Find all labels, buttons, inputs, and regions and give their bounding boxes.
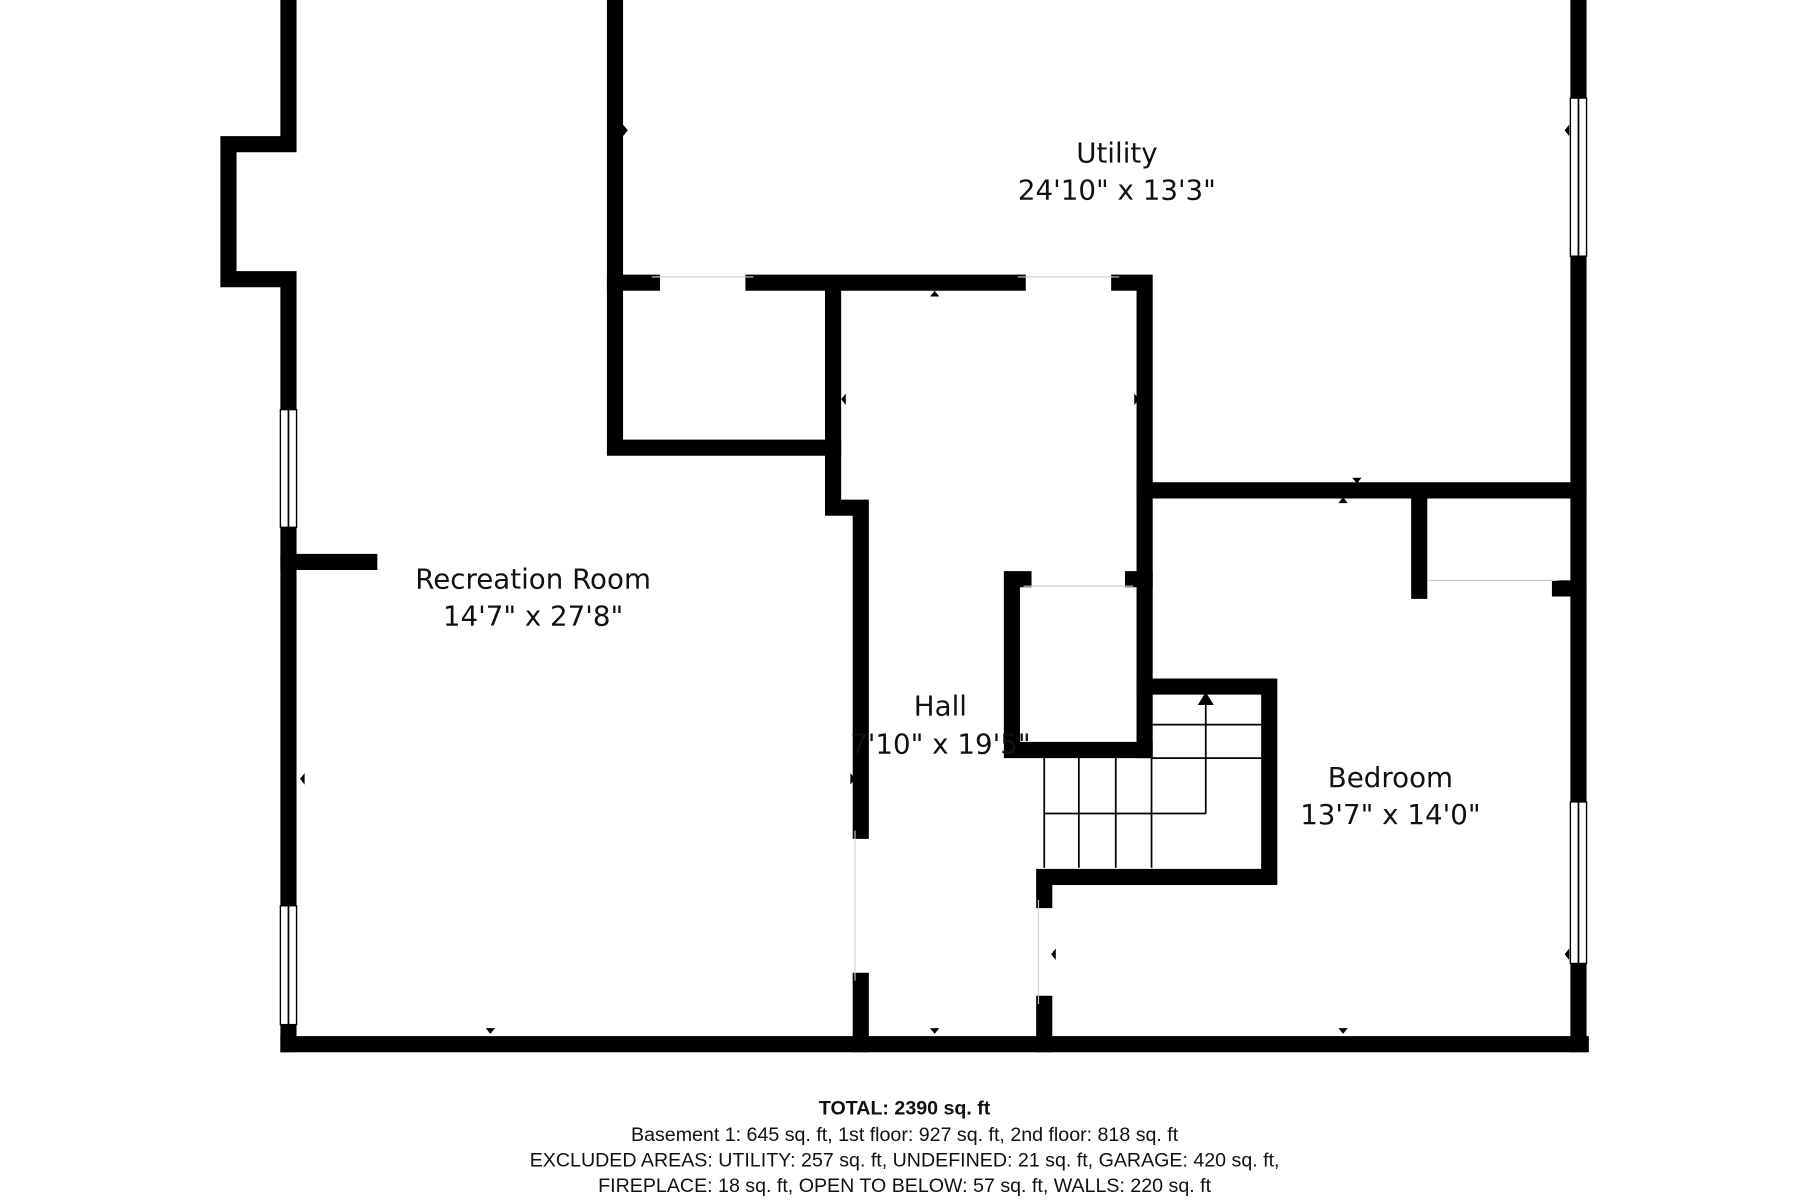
- room-dimensions-recreation-room: 14'7" x 27'8": [443, 599, 623, 632]
- walls: [220, 0, 1589, 1053]
- area-summary: TOTAL: 2390 sq. ft Basement 1: 645 sq. f…: [530, 1098, 1280, 1197]
- windows: [279, 97, 1588, 1026]
- room-labels: Utility 24'10" x 13'3" Recreation Room 1…: [415, 137, 1480, 831]
- excluded-areas-continued: FIREPLACE: 18 sq. ft, OPEN TO BELOW: 57 …: [598, 1175, 1211, 1197]
- room-name-hall: Hall: [914, 689, 967, 722]
- room-name-recreation-room: Recreation Room: [415, 562, 651, 595]
- total-area: TOTAL: 2390 sq. ft: [819, 1098, 991, 1120]
- room-name-utility: Utility: [1076, 137, 1157, 170]
- stair-arrow-icon: [1197, 692, 1214, 705]
- room-dimensions-bedroom: 13'7" x 14'0": [1300, 798, 1480, 831]
- floor-areas: Basement 1: 645 sq. ft, 1st floor: 927 s…: [631, 1124, 1179, 1146]
- doors: [651, 276, 1558, 1004]
- room-dimensions-hall: 7'10" x 19'5": [850, 727, 1030, 760]
- room-dimensions-utility: 24'10" x 13'3": [1018, 174, 1216, 207]
- stairs: [1043, 692, 1262, 868]
- room-name-bedroom: Bedroom: [1328, 761, 1453, 794]
- dimension-markers: [300, 124, 1570, 1034]
- excluded-areas: EXCLUDED AREAS: UTILITY: 257 sq. ft, UND…: [530, 1150, 1280, 1172]
